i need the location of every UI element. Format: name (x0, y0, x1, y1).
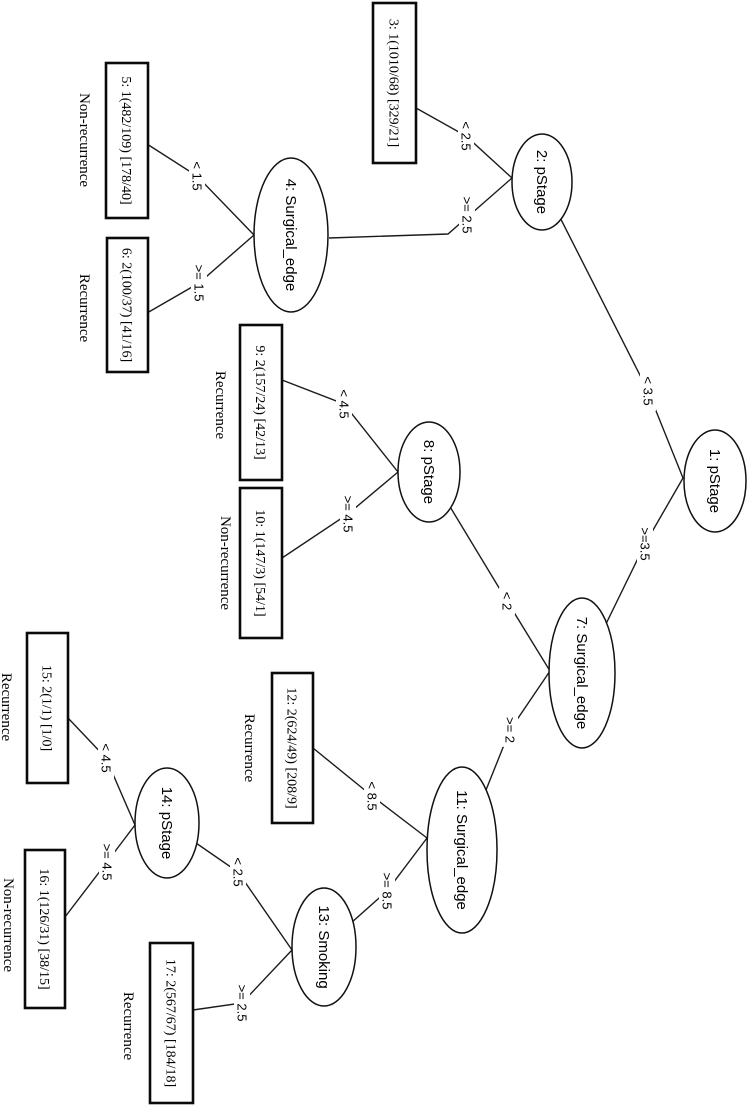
edge-label-group-14-15: < 4.5 (98, 738, 114, 778)
tree-node-ellipse-7 (548, 597, 616, 749)
class-label-10: Non-recurrence (217, 516, 233, 610)
edge-label-13-17: >= 2.5 (234, 985, 249, 1022)
edge-label-bg-4-5 (189, 156, 205, 196)
edge-label-bg-13-17 (234, 979, 250, 1027)
edge-label-2-3: < 2.5 (458, 121, 473, 150)
edge-label-bg-14-15 (98, 738, 114, 778)
leaf-box-17 (148, 941, 195, 1105)
edge-label-7-8: < 2 (499, 592, 514, 610)
leaf-box-5 (104, 61, 150, 220)
edge-label-group-8-10: >= 4.5 (340, 490, 356, 538)
tree-node-ellipse-1 (683, 429, 747, 533)
tree-node-ellipse-4 (253, 157, 329, 313)
edge-label-11-12: < 8.5 (364, 781, 379, 810)
class-label-12: Recurrence (241, 714, 257, 783)
leaf-box-label-17: 17: 2(567/67) [184/18] (163, 959, 178, 1087)
tree-node-ellipse-11 (426, 766, 498, 934)
leaf-box-6 (105, 236, 150, 374)
edge-label-group-11-13: >= 8.5 (379, 867, 395, 915)
leaf-box-label-6: 6: 2(100/37) [41/16] (119, 248, 134, 362)
edge-label-bg-8-9 (336, 384, 352, 424)
class-label-16: Non-recurrence (0, 878, 16, 972)
edge-label-8-10: >= 4.5 (340, 496, 355, 533)
class-label-9: Recurrence (212, 371, 228, 440)
edge-label-group-2-3: < 2.5 (458, 116, 474, 156)
edge-label-group-13-17: >= 2.5 (234, 979, 250, 1027)
class-label-5: Non-recurrence (76, 93, 92, 187)
class-label-17: Recurrence (120, 992, 136, 1061)
tree-node-ellipse-2 (511, 133, 573, 231)
edge-label-bg-1-7 (637, 524, 653, 564)
edge-label-8-9: < 4.5 (336, 389, 351, 418)
edge-label-bg-11-13 (379, 867, 395, 915)
edge-labels-layer: < 3.5 >=3.5 < 2.5 >= 2.5 < 1.5 >= 1.5 < 2 >= 2 <… (98, 116, 656, 1027)
edge-line-2-4 (328, 177, 513, 239)
class-label-6: Recurrence (76, 274, 92, 343)
leaf-box-16 (23, 848, 67, 1010)
leaf-box-label-16: 16: 1(126/31) [38/15] (36, 868, 51, 989)
edge-label-1-7: >=3.5 (637, 527, 652, 560)
tree-node-label-1: 1: pStage (706, 449, 723, 513)
edge-label-bg-8-10 (340, 490, 356, 538)
tree-node-label-2: 2: pStage (533, 150, 550, 214)
edge-label-group-1-7: >=3.5 (637, 524, 653, 564)
edge-label-bg-1-2 (640, 371, 656, 411)
edge-label-bg-2-4 (459, 191, 475, 239)
tree-node-label-14: 14: pStage (158, 787, 175, 860)
edge-label-group-4-6: >= 1.5 (191, 259, 207, 307)
class-label-15: Recurrence (0, 673, 14, 742)
tree-node-ellipse-14 (134, 767, 200, 879)
edge-label-group-13-14: < 2.5 (230, 852, 246, 892)
tree-node-label-11: 11: Surgical_edge (453, 790, 470, 910)
edge-label-1-2: < 3.5 (640, 376, 655, 405)
leaf-box-label-12: 12: 2(624/49) [208/9] (284, 687, 299, 808)
edge-label-bg-4-6 (191, 259, 207, 307)
edge-label-4-6: >= 1.5 (191, 265, 206, 302)
edge-label-14-15: < 4.5 (98, 743, 113, 772)
edge-label-group-2-4: >= 2.5 (459, 191, 475, 239)
leaf-box-3 (371, 1, 418, 165)
tree-node-ellipse-13 (291, 887, 357, 1007)
edge-label-bg-13-14 (230, 852, 246, 892)
leaf-box-12 (270, 671, 315, 825)
edge-label-7-11: >= 2 (502, 717, 517, 743)
shapes-layer (23, 1, 747, 1105)
edge-line-1-2 (541, 181, 684, 479)
node-texts-layer: 1: pStage 2: pStage 3: 1(1010/68) [329/21]… (0, 19, 723, 1087)
leaf-box-15 (25, 631, 70, 785)
edge-label-4-5: < 1.5 (189, 161, 204, 190)
edge-label-group-8-9: < 4.5 (336, 384, 352, 424)
edge-label-13-14: < 2.5 (230, 857, 245, 886)
edge-label-bg-7-11 (502, 713, 518, 747)
leaf-box-label-10: 10: 1(147/3) [54/1] (252, 509, 267, 616)
edge-label-group-14-16: >= 4.5 (99, 838, 115, 886)
edge-label-14-16: >= 4.5 (99, 844, 114, 881)
edge-label-group-1-2: < 3.5 (640, 371, 656, 411)
edge-label-group-4-5: < 1.5 (189, 156, 205, 196)
edge-label-11-13: >= 8.5 (379, 873, 394, 910)
edge-label-bg-11-12 (364, 776, 380, 816)
leaf-box-9 (238, 323, 284, 482)
leaf-box-label-15: 15: 2(1/1) [1/0] (39, 665, 54, 751)
leaf-box-10 (238, 486, 284, 640)
edge-label-group-7-8: < 2 (499, 587, 515, 615)
tree-node-label-13: 13: Smoking (315, 905, 332, 988)
leaf-box-label-3: 3: 1(1010/68) [329/21] (386, 19, 401, 147)
edge-label-bg-2-3 (458, 116, 474, 156)
leaf-box-label-5: 5: 1(482/109) [178/40] (118, 76, 133, 204)
edge-label-group-11-12: < 8.5 (364, 776, 380, 816)
edge-label-group-7-11: >= 2 (502, 713, 518, 747)
tree-node-label-8: 8: pStage (420, 440, 437, 504)
tree-node-label-4: 4: Surgical_edge (282, 179, 299, 292)
leaf-box-label-9: 9: 2(157/24) [42/13] (252, 345, 267, 459)
edge-label-bg-14-16 (99, 838, 115, 886)
tree-node-ellipse-8 (397, 421, 461, 523)
edge-label-2-4: >= 2.5 (459, 197, 474, 234)
edge-label-bg-7-8 (499, 587, 515, 615)
tree-node-label-7: 7: Surgical_edge (573, 617, 590, 730)
